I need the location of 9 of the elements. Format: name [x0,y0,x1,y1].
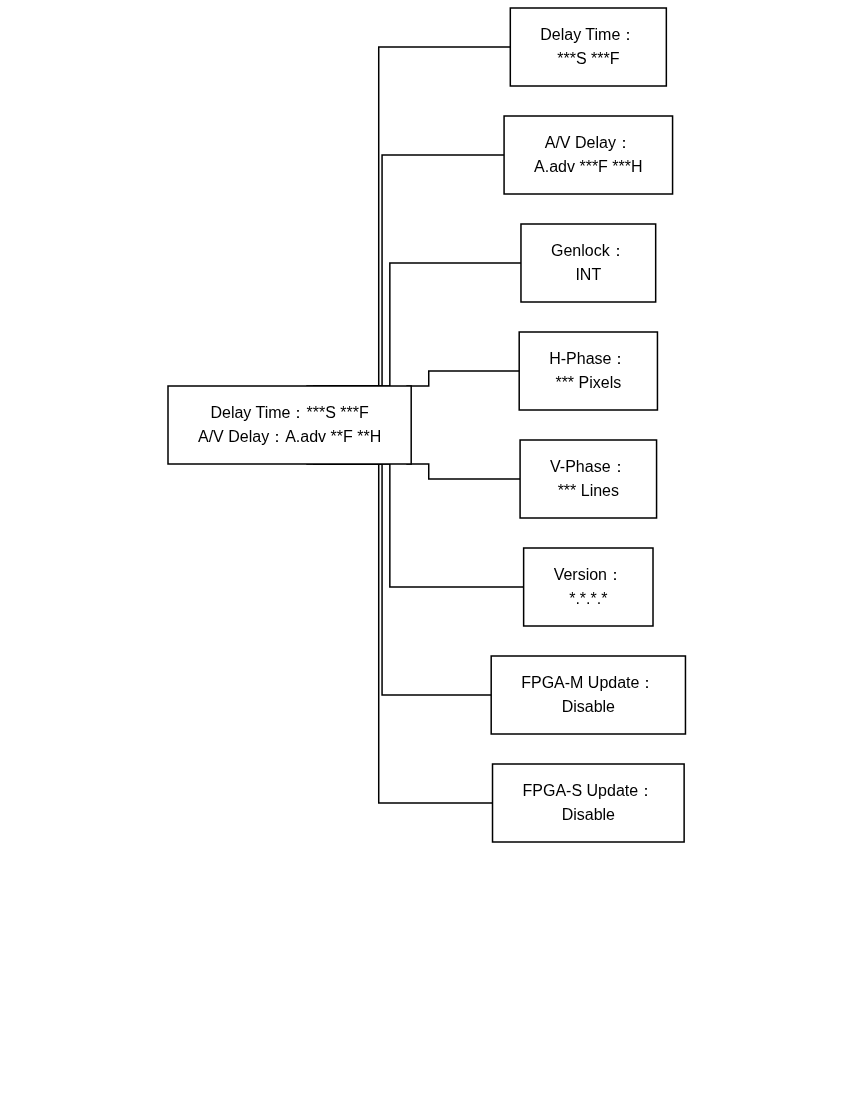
node-box: FPGA-S Update： Disable [492,763,686,843]
node-box: V-Phase： *** Lines [519,439,658,519]
node-box: Delay Time： ***S ***F [509,7,668,87]
node-box: Genlock： INT [520,223,657,303]
node-box: A/V Delay： A.adv ***F ***H [503,115,674,195]
node-box: Version： *.*.*.* [523,547,654,627]
node-box: H-Phase： *** Pixels [518,331,659,411]
node-box: Delay Time：***S ***F A/V Delay：A.adv **F **H [167,385,413,465]
node-box: FPGA-M Update： Disable [490,655,687,735]
